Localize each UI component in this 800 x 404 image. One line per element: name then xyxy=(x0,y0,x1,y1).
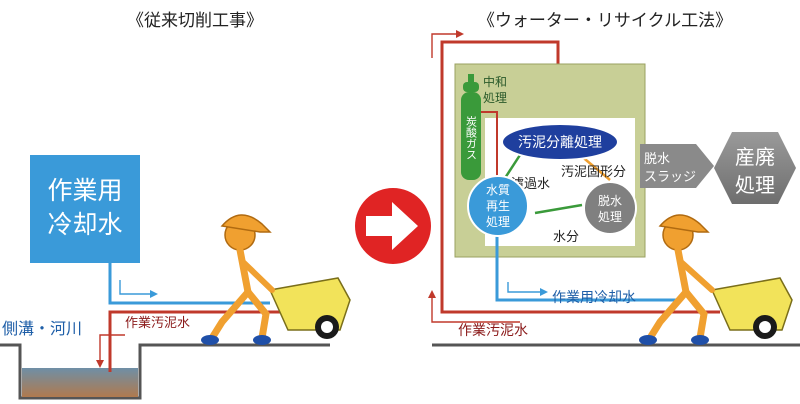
separation-ellipse xyxy=(501,123,619,161)
regen-line1: 水質 xyxy=(486,182,510,197)
industrial-hexagon xyxy=(714,132,796,204)
right-cart xyxy=(710,277,793,339)
dewater-line1: 脱水 xyxy=(598,193,622,208)
left-cooling-line xyxy=(108,263,270,305)
outer-loop-arrow-top xyxy=(431,33,458,58)
regen-line3: 処理 xyxy=(486,215,510,229)
left-sludge-label: 作業汚泥水 xyxy=(125,315,190,331)
left-ground xyxy=(0,343,330,400)
cooling-label: 作業用冷却水 xyxy=(552,290,636,306)
left-cart xyxy=(268,277,351,339)
co2-label: 炭酸ガス xyxy=(465,116,478,160)
cooling-water-line2: 冷却水 xyxy=(47,210,122,239)
ditch-label: 側溝・河川 xyxy=(2,319,82,338)
co2-cylinder xyxy=(461,74,481,180)
co2-to-regen-line xyxy=(481,111,498,180)
right-title: 《ウォーター・リサイクル工法》 xyxy=(478,11,732,31)
right-sludge-label: 作業汚泥水 xyxy=(458,323,528,339)
right-panel: 《ウォーター・リサイクル工法》 炭酸ガス 中和 処理 汚泥分離処理 濾過水 汚 xyxy=(428,11,800,347)
regen-output-line xyxy=(495,235,680,302)
left-cooling-arrow xyxy=(119,280,150,295)
left-panel: 《従来切削工事》 作業用 冷却水 側溝・河川 作業汚泥水 xyxy=(0,11,351,400)
dewater-circle xyxy=(583,181,637,235)
dewater-to-regen-line xyxy=(534,203,583,215)
cooling-arrow xyxy=(507,282,540,293)
solid-label: 汚泥固形分 xyxy=(561,165,626,180)
transition-arrow xyxy=(355,188,431,264)
left-worker xyxy=(201,214,275,345)
neutral-line2: 処理 xyxy=(483,91,507,105)
left-sludge-arrow xyxy=(99,334,125,362)
outer-loop-arrow-bottom xyxy=(431,296,520,323)
right-worker xyxy=(639,214,715,345)
cooling-water-box xyxy=(30,155,140,263)
industrial-line1: 産廃 xyxy=(735,145,775,169)
regen-line2: 再生 xyxy=(486,199,510,213)
dewater-line2: 処理 xyxy=(598,210,622,224)
industrial-line2: 処理 xyxy=(735,173,775,197)
left-ditch-mud xyxy=(22,368,138,397)
separation-label: 汚泥分離処理 xyxy=(518,134,602,151)
separation-to-regen-line xyxy=(503,154,522,179)
sludge-arrow-line2: スラッジ xyxy=(644,170,696,185)
left-title: 《従来切削工事》 xyxy=(127,11,263,31)
cooling-water-line1: 作業用 xyxy=(47,176,122,205)
regen-circle xyxy=(467,175,529,237)
moisture-label: 水分 xyxy=(553,230,579,245)
neutral-line1: 中和 xyxy=(483,74,507,89)
sludge-output-arrow xyxy=(640,144,714,188)
sludge-arrow-line1: 脱水 xyxy=(644,152,670,167)
